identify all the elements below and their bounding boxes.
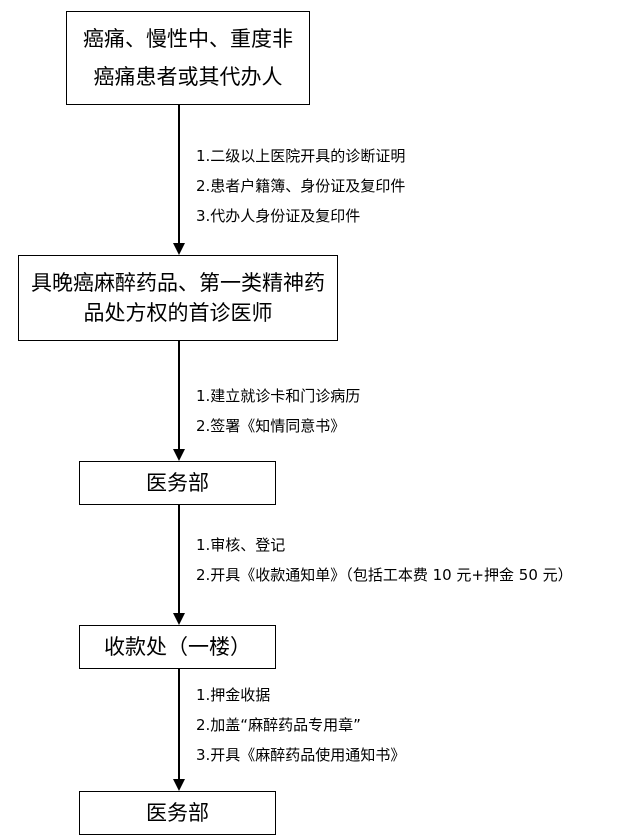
step-box-cashier: 收款处（一楼）: [79, 625, 276, 669]
flow-connector-3: [178, 505, 180, 615]
arrow-down-icon: [173, 449, 185, 461]
requirement-item: 1.建立就诊卡和门诊病历: [196, 387, 361, 405]
step-box-medical-dept-2: 医务部: [79, 791, 276, 835]
requirement-item: 1.二级以上医院开具的诊断证明: [196, 147, 406, 165]
requirements-list-3: 1.审核、登记 2.开具《收款通知单》（包括工本费 10 元+押金 50 元）: [196, 530, 573, 590]
requirement-item: 2.签署《知情同意书》: [196, 417, 346, 435]
step-box-physician: 具晚癌麻醉药品、第一类精神药 品处方权的首诊医师: [18, 255, 338, 341]
requirement-item: 1.押金收据: [196, 686, 271, 704]
requirements-list-1: 1.二级以上医院开具的诊断证明 2.患者户籍簿、身份证及复印件 3.代办人身份证…: [196, 141, 405, 231]
requirement-item: 3.开具《麻醉药品使用通知书》: [196, 746, 406, 764]
requirements-list-2: 1.建立就诊卡和门诊病历 2.签署《知情同意书》: [196, 381, 360, 441]
step-label-medical-dept-2: 医务部: [146, 801, 209, 825]
step-box-medical-dept-1: 医务部: [79, 461, 276, 505]
requirement-item: 1.审核、登记: [196, 536, 286, 554]
requirement-item: 2.患者户籍簿、身份证及复印件: [196, 177, 406, 195]
requirements-list-4: 1.押金收据 2.加盖“麻醉药品专用章” 3.开具《麻醉药品使用通知书》: [196, 680, 405, 770]
step-label-physician: 具晚癌麻醉药品、第一类精神药 品处方权的首诊医师: [31, 271, 325, 325]
requirement-item: 3.代办人身份证及复印件: [196, 207, 361, 225]
arrow-down-icon: [173, 243, 185, 255]
flow-connector-1: [178, 105, 180, 245]
requirement-item: 2.加盖“麻醉药品专用章”: [196, 716, 361, 734]
arrow-down-icon: [173, 779, 185, 791]
flow-connector-2: [178, 341, 180, 451]
arrow-down-icon: [173, 613, 185, 625]
requirement-item: 2.开具《收款通知单》（包括工本费 10 元+押金 50 元）: [196, 566, 573, 584]
flow-connector-4: [178, 669, 180, 781]
step-label-applicant: 癌痛、慢性中、重度非 癌痛患者或其代办人: [83, 27, 293, 89]
step-label-medical-dept-1: 医务部: [146, 471, 209, 495]
step-box-applicant: 癌痛、慢性中、重度非 癌痛患者或其代办人: [66, 11, 310, 105]
step-label-cashier: 收款处（一楼）: [104, 635, 251, 659]
